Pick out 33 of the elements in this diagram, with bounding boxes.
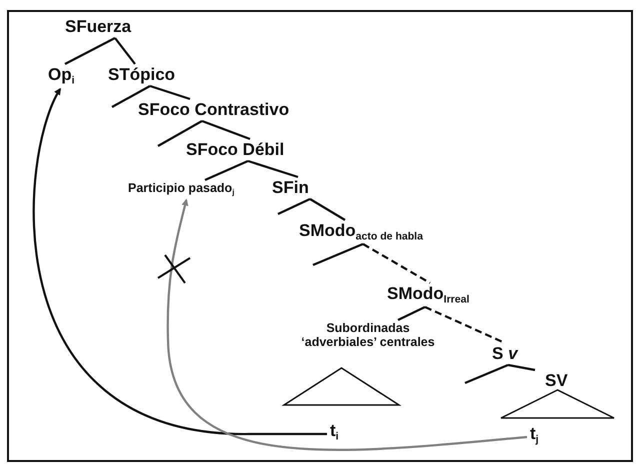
tree-node-label: SModo$_{Irreal}$ bbox=[387, 284, 470, 306]
branch-line bbox=[204, 160, 248, 181]
tree-node-label: t$_{j}$ bbox=[530, 424, 539, 446]
branch-line bbox=[202, 120, 250, 140]
branch-line bbox=[114, 37, 136, 65]
tree-node-label: Subordinadas ‘adverbiales’ centrales bbox=[289, 321, 447, 350]
tree-node-label: SFoco Contrastivo bbox=[138, 100, 290, 120]
branch-line bbox=[248, 160, 298, 178]
tree-node-label: t$_{i}$ bbox=[330, 421, 339, 443]
branch-line bbox=[157, 120, 203, 147]
branch-line bbox=[362, 243, 431, 284]
tree-node-label: S v bbox=[492, 344, 518, 364]
tree-node-label: Participio pasado$_{j}$ bbox=[128, 181, 234, 198]
branch-line bbox=[111, 85, 151, 108]
branch-line bbox=[508, 364, 536, 372]
movement-arrow bbox=[166, 198, 528, 451]
triangle-shape bbox=[283, 367, 400, 406]
branch-line bbox=[398, 306, 426, 321]
triangle-shape bbox=[500, 389, 615, 419]
tree-node-label: Op$_{i}$ bbox=[48, 65, 75, 87]
branch-line bbox=[309, 198, 346, 221]
tree-node-label: SV bbox=[545, 371, 568, 391]
tree-node-label: SFin bbox=[272, 178, 309, 198]
tree-node-label: STópico bbox=[108, 65, 176, 85]
branch-line bbox=[464, 364, 508, 384]
movement-arrow bbox=[32, 88, 327, 436]
tree-node-label: SModo$_{acto de habla}$ bbox=[299, 221, 423, 243]
branch-line bbox=[312, 242, 364, 266]
branch-line bbox=[64, 37, 116, 65]
tree-node-label: SFoco Débil bbox=[186, 140, 284, 160]
branch-line bbox=[150, 84, 190, 100]
tree-node-label: SFuerza bbox=[65, 17, 132, 37]
branch-line bbox=[278, 198, 310, 215]
